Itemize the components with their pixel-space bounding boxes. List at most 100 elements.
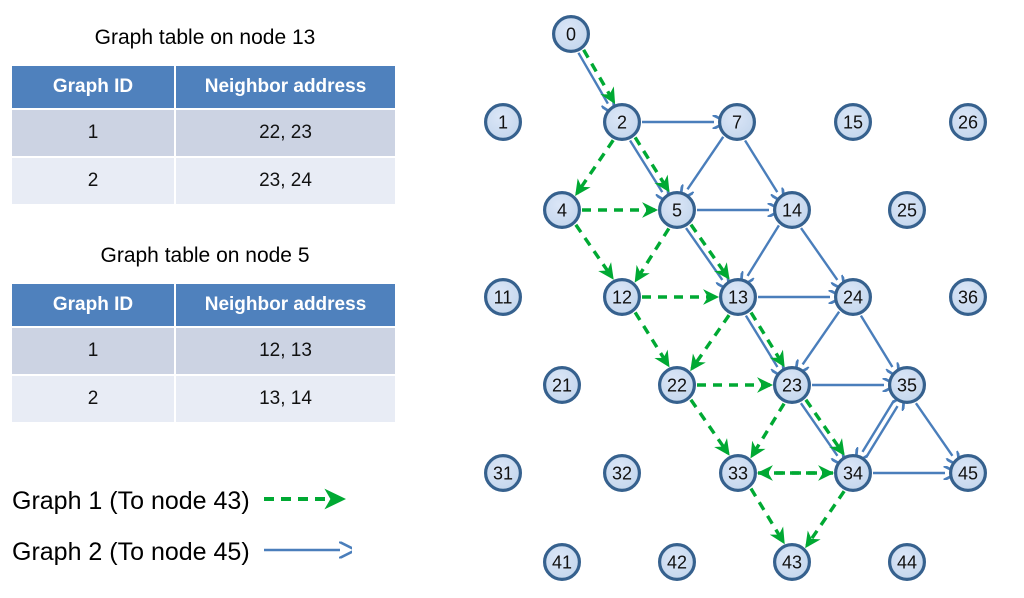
solid-arrow-icon <box>262 539 352 566</box>
node-circle <box>833 102 872 141</box>
table-row: 1 22, 23 <box>12 109 395 158</box>
cell-neighbor-address: 13, 14 <box>175 375 395 424</box>
graph-node-36[interactable]: 36 <box>948 278 987 317</box>
graph-node-5[interactable]: 5 <box>657 191 696 230</box>
graph-node-22[interactable]: 22 <box>657 366 696 405</box>
node-circle <box>887 191 926 230</box>
graph-node-12[interactable]: 12 <box>602 278 641 317</box>
node-label: 14 <box>782 201 802 221</box>
node-label: 42 <box>667 553 687 573</box>
graph-node-2[interactable]: 2 <box>602 102 641 141</box>
graph-node-26[interactable]: 26 <box>948 102 987 141</box>
edges-graph-1 <box>574 48 846 549</box>
node-label: 45 <box>958 464 978 484</box>
graph-edge <box>914 402 953 456</box>
graph-edge <box>574 223 614 280</box>
graph-node-35[interactable]: 35 <box>887 366 926 405</box>
graph-node-43[interactable]: 43 <box>772 542 811 581</box>
node-circle <box>484 278 523 317</box>
graph-node-32[interactable]: 32 <box>602 454 641 493</box>
cell-graph-id: 1 <box>12 327 176 376</box>
node-label: 43 <box>782 553 802 573</box>
graph-node-34[interactable]: 34 <box>833 454 872 493</box>
table-title-node-13: Graph table on node 13 <box>94 26 316 49</box>
node-label: 35 <box>897 376 917 396</box>
node-label: 36 <box>958 288 978 308</box>
edges-graph-2 <box>577 52 953 473</box>
graph-node-4[interactable]: 4 <box>542 191 581 230</box>
graph-edge <box>633 311 670 368</box>
graph-node-42[interactable]: 42 <box>657 542 696 581</box>
graph-node-41[interactable]: 41 <box>542 542 581 581</box>
node-circle <box>772 191 811 230</box>
node-label: 44 <box>897 553 917 573</box>
column-header-graph-id: Graph ID <box>12 284 176 328</box>
node-label: 25 <box>897 201 917 221</box>
graph-edge <box>750 402 786 459</box>
node-circle <box>657 191 696 230</box>
node-circle <box>887 542 926 581</box>
node-label: 4 <box>557 201 567 221</box>
table-row: 2 13, 14 <box>12 375 395 424</box>
graph-table-node-5: Graph ID Neighbor address 1 12, 13 2 13,… <box>12 284 395 424</box>
node-circle <box>718 278 757 317</box>
graph-node-11[interactable]: 11 <box>484 278 523 317</box>
graph-edge <box>629 139 662 193</box>
node-circle <box>484 454 523 493</box>
node-circle <box>542 366 581 405</box>
graph-edge <box>582 48 616 105</box>
legend-item-graph-1: Graph 1 (To node 43) <box>12 487 352 516</box>
table-header-row: Graph ID Neighbor address <box>12 284 395 328</box>
graph-edge <box>805 490 846 549</box>
graph-node-25[interactable]: 25 <box>887 191 926 230</box>
node-label: 15 <box>843 113 863 133</box>
graph-node-15[interactable]: 15 <box>833 102 872 141</box>
graph-node-0[interactable]: 0 <box>551 15 590 53</box>
graph-node-21[interactable]: 21 <box>542 366 581 405</box>
node-circle <box>948 278 987 317</box>
graph-node-44[interactable]: 44 <box>887 542 926 581</box>
column-header-neighbor-address: Neighbor address <box>175 284 395 328</box>
graph-edge <box>689 398 730 456</box>
table-row: 1 12, 13 <box>12 327 395 376</box>
node-label: 32 <box>612 464 632 484</box>
node-circle <box>887 366 926 405</box>
node-circle <box>657 542 696 581</box>
node-circle <box>551 15 590 53</box>
cell-neighbor-address: 23, 24 <box>175 157 395 206</box>
graph-edge <box>689 223 730 280</box>
node-circle <box>718 454 757 493</box>
graph-edge <box>577 52 607 104</box>
graph-edge <box>744 139 777 193</box>
graph-edge <box>862 399 896 451</box>
node-circle <box>948 454 987 493</box>
node-circle <box>484 102 523 141</box>
node-label: 7 <box>732 113 742 133</box>
column-header-graph-id: Graph ID <box>12 66 176 110</box>
node-circle <box>602 102 641 141</box>
graph-edge <box>744 314 778 367</box>
graph-node-7[interactable]: 7 <box>717 102 756 141</box>
graph-node-33[interactable]: 33 <box>718 454 757 493</box>
graph-node-13[interactable]: 13 <box>718 278 757 317</box>
legend-label-graph-2: Graph 2 (To node 45) <box>12 538 250 566</box>
graph-edge <box>864 406 898 459</box>
graph-edge <box>804 398 845 456</box>
cell-graph-id: 2 <box>12 375 176 424</box>
node-circle <box>717 102 756 141</box>
graph-node-23[interactable]: 23 <box>772 366 811 405</box>
graph-node-14[interactable]: 14 <box>772 191 811 230</box>
graph-node-1[interactable]: 1 <box>484 102 523 141</box>
table-header-row: Graph ID Neighbor address <box>12 66 395 110</box>
graph-edge <box>633 136 670 193</box>
graph-node-31[interactable]: 31 <box>484 454 523 493</box>
node-label: 31 <box>493 464 513 484</box>
graph-node-24[interactable]: 24 <box>833 278 872 317</box>
graph-edge <box>687 136 725 189</box>
node-circle <box>602 454 641 493</box>
graph-edge <box>749 311 785 368</box>
node-label: 5 <box>672 201 682 221</box>
graph-node-45[interactable]: 45 <box>948 454 987 493</box>
